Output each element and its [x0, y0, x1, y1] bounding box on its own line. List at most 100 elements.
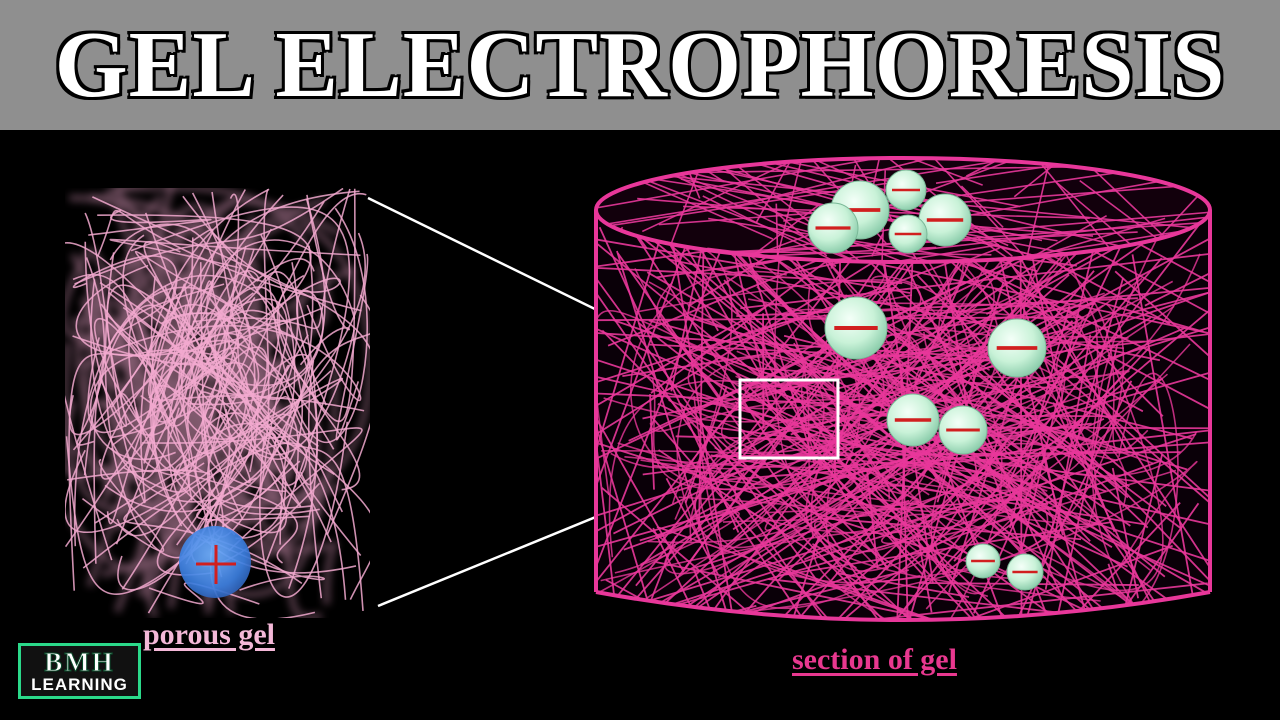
gel-fiber — [596, 210, 902, 620]
gel-fiber — [857, 158, 1013, 257]
gel-fiber — [104, 233, 296, 513]
gel-fiber — [596, 309, 930, 496]
gel-fiber — [68, 257, 315, 436]
gel-fiber — [1091, 236, 1159, 620]
porous-gel-caption: porous gel — [143, 618, 275, 651]
gel-fiber — [667, 622, 674, 665]
gel-fiber — [116, 413, 299, 537]
gel-fiber — [723, 501, 824, 620]
gel-fiber — [722, 231, 1138, 253]
positive-particle — [179, 526, 251, 598]
gel-fiber — [870, 275, 1005, 456]
gel-fiber — [648, 485, 1013, 544]
gel-fiber — [210, 539, 325, 591]
negative-particle — [886, 393, 940, 447]
gel-fiber — [871, 233, 884, 257]
gel-fiber — [88, 209, 212, 236]
gel-fiber — [179, 269, 260, 417]
gel-fiber — [299, 194, 351, 366]
gel-fiber — [866, 470, 879, 569]
gel-fiber — [1105, 372, 1179, 620]
gel-fiber — [675, 158, 828, 257]
gel-fiber — [696, 276, 1098, 526]
gel-fiber — [94, 377, 344, 524]
gel-fiber — [649, 398, 1154, 465]
negative-particle — [938, 405, 988, 455]
gel-fiber — [978, 626, 1214, 640]
gel-fiber — [601, 329, 929, 620]
gel-fiber — [907, 158, 1039, 262]
gel-fiber — [1013, 158, 1083, 198]
page-title: GEL ELECTROPHORESIS — [53, 11, 1227, 119]
gel-fiber — [134, 192, 367, 473]
gel-fiber — [813, 513, 921, 620]
gel-fiber — [201, 356, 316, 618]
gel-fiber — [866, 309, 999, 428]
gel-fiber — [596, 158, 952, 210]
gel-fiber — [210, 189, 270, 452]
negative-particle — [807, 202, 859, 254]
gel-fiber — [755, 158, 812, 223]
gel-fiber — [87, 337, 259, 473]
gel-fiber — [276, 274, 361, 491]
gel-fiber — [642, 346, 986, 420]
negative-particle — [885, 169, 927, 211]
gel-fiber — [637, 322, 827, 470]
section-of-gel-caption: section of gel — [792, 643, 957, 676]
gel-fiber — [983, 214, 1108, 262]
gel-fiber — [608, 376, 1066, 558]
gel-fiber — [768, 578, 1210, 620]
negative-particle — [824, 296, 888, 360]
gel-fiber — [569, 130, 941, 143]
gel-fiber — [93, 213, 298, 386]
gel-fiber — [84, 212, 180, 480]
gel-fiber — [702, 195, 898, 262]
gel-fiber — [176, 286, 281, 546]
gel-fiber — [857, 244, 1000, 262]
negative-particles — [807, 169, 1047, 591]
gel-fiber — [844, 286, 1210, 324]
gel-fiber — [147, 277, 365, 412]
gel-fiber — [651, 378, 1083, 490]
gel-fiber — [182, 195, 341, 383]
gel-fiber — [84, 241, 191, 476]
gel-fiber — [726, 158, 1087, 210]
title-bar: GEL ELECTROPHORESIS — [0, 0, 1280, 130]
gel-fiber — [614, 510, 740, 574]
gel-fiber — [1035, 502, 1181, 620]
gel-fiber — [648, 319, 1095, 444]
gel-fiber — [148, 228, 214, 413]
gel-fiber — [893, 301, 1129, 499]
gel-fiber — [100, 302, 228, 480]
gel-fiber — [1056, 181, 1136, 249]
gel-fiber — [882, 332, 1097, 525]
gel-fiber — [708, 217, 1156, 262]
gel-fiber — [636, 178, 774, 240]
gel-fiber — [198, 391, 300, 484]
gel-fiber — [744, 240, 964, 397]
gel-fiber — [180, 190, 360, 578]
gel-fiber — [72, 255, 178, 408]
gel-fiber — [65, 370, 332, 534]
gel-fiber — [635, 158, 680, 171]
gel-fiber — [104, 252, 211, 559]
gel-diagram — [65, 130, 1214, 665]
gel-fiber — [634, 268, 1105, 388]
negative-particle — [888, 214, 928, 254]
gel-fiber — [335, 253, 369, 441]
gel-fiber — [117, 408, 231, 591]
gel-fiber — [736, 319, 1099, 465]
gel-fiber — [1024, 158, 1058, 262]
gel-fiber — [178, 194, 299, 440]
gel-fiber — [678, 471, 921, 535]
gel-fiber — [259, 421, 349, 598]
gel-fiber — [1018, 303, 1125, 553]
gel-fiber — [1019, 210, 1023, 620]
gel-fiber — [109, 238, 361, 269]
gel-fiber — [928, 209, 1210, 237]
gel-fiber — [925, 370, 1130, 423]
gel-fiber — [122, 234, 190, 493]
gel-fiber — [693, 395, 953, 610]
gel-fiber — [1144, 259, 1210, 307]
